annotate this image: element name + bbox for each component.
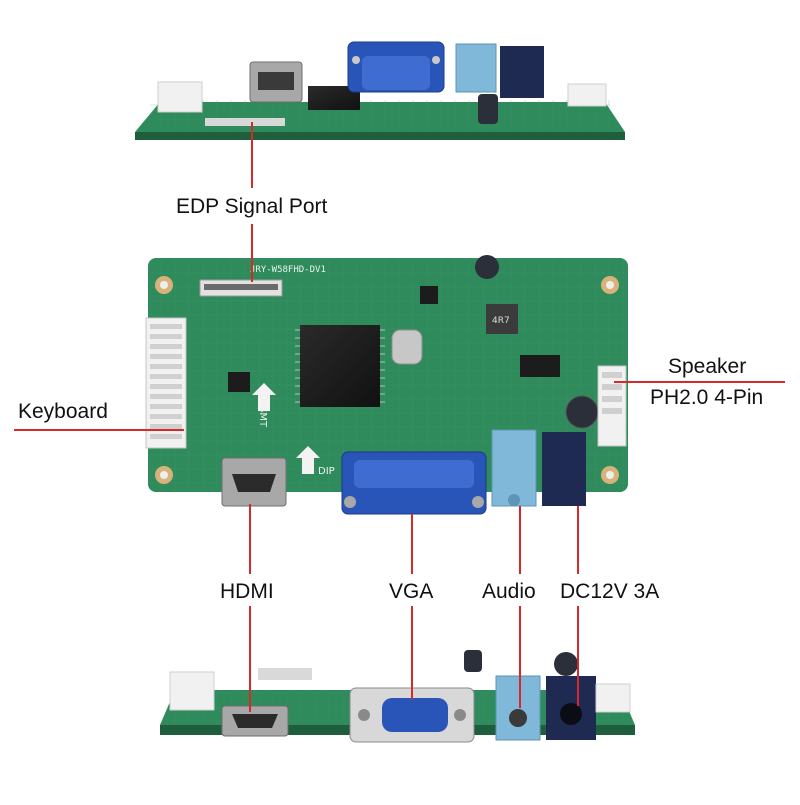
speaker-connector-spec-label: PH2.0 4-Pin [650, 386, 764, 409]
dc-power-label: DC12V 3A [560, 580, 660, 603]
top-keyboard-connector [157, 81, 203, 113]
board-model-marking: JRY-W58FHD-DV1 [250, 265, 326, 275]
middle-board: JRY-W58FHD-DV1 4R7 SMT [145, 255, 628, 515]
audio-label: Audio [482, 580, 536, 603]
top-dc-jack [500, 46, 544, 98]
bottom-audio-jack [495, 675, 541, 741]
top-edp-connector [205, 118, 285, 126]
small-chip [420, 286, 438, 304]
top-capacitor [478, 94, 498, 124]
speaker-label: Speaker [668, 355, 747, 378]
inductor [486, 304, 518, 334]
dc-power-jack [542, 432, 586, 506]
inductor-marking: 4R7 [492, 316, 510, 326]
bottom-keyboard-connector [169, 671, 215, 711]
small-chip [228, 372, 250, 392]
top-audio-jack [455, 43, 497, 93]
top-board [135, 41, 625, 140]
smt-arrow-icon [252, 383, 276, 411]
smt-marking: SMT [257, 406, 268, 428]
dip-arrow-icon [296, 446, 320, 474]
mounting-holes [155, 276, 619, 484]
top-board-edge [135, 132, 625, 140]
bottom-board [160, 650, 635, 743]
main-controller-chip [300, 325, 380, 407]
leader-lines [14, 122, 785, 712]
audio-jack [491, 429, 537, 507]
capacitor [475, 255, 499, 279]
top-speaker-connector [567, 83, 607, 107]
speaker-connector [597, 365, 627, 447]
keyboard-label: Keyboard [18, 400, 108, 423]
hdmi-label: HDMI [220, 580, 274, 603]
crystal-oscillator [391, 329, 423, 365]
edp-signal-port-label: EDP Signal Port [176, 195, 328, 218]
audio-amplifier-chip [520, 355, 560, 377]
dip-marking: DIP [318, 466, 335, 477]
vga-label: VGA [389, 580, 434, 603]
capacitor [565, 395, 599, 429]
